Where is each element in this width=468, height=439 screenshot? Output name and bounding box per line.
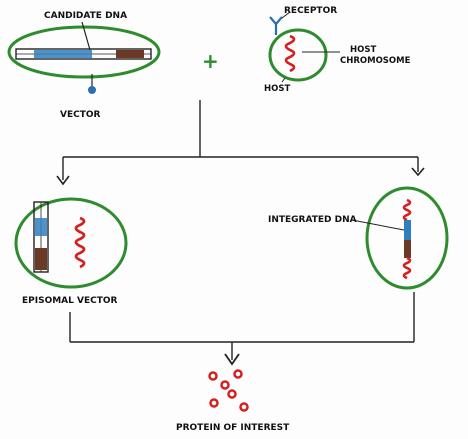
episomal-cell-outline xyxy=(14,197,128,289)
label-episomal-vector: EPISOMAL VECTOR xyxy=(22,296,118,306)
episomal-chromosome-icon xyxy=(74,216,86,269)
label-protein-of-interest: PROTEIN OF INTEREST xyxy=(176,423,290,433)
protein-dot-icon xyxy=(208,371,218,381)
label-host: HOST xyxy=(264,84,290,94)
merge-connector xyxy=(69,292,415,360)
host-cell xyxy=(268,11,340,83)
label-receptor: RECEPTOR xyxy=(284,6,337,16)
protein-dot-icon xyxy=(233,369,243,379)
episomal-backbone xyxy=(35,248,47,270)
down-arrow-icon-left xyxy=(56,175,70,186)
plus-sign: + xyxy=(202,49,219,73)
integrated-cell xyxy=(351,186,449,290)
candidate-dna-pointer xyxy=(81,21,91,51)
split-connector xyxy=(62,100,419,180)
candidate-dna-segment xyxy=(34,50,92,58)
protein-dots xyxy=(208,369,249,412)
vector-marker-icon xyxy=(88,86,96,94)
episomal-cell xyxy=(14,197,128,289)
protein-dot-icon xyxy=(227,389,237,399)
label-host-chromosome-1: HOST xyxy=(350,45,376,55)
down-arrow-icon-bottom xyxy=(224,353,240,366)
integrated-chromosome-bottom xyxy=(402,256,412,280)
vector-cell xyxy=(7,21,161,94)
label-candidate-dna: CANDIDATE DNA xyxy=(44,11,127,21)
integrated-cell-outline xyxy=(365,186,449,290)
integrated-backbone-segment xyxy=(404,240,411,258)
label-vector: VECTOR xyxy=(60,110,101,120)
protein-dot-icon xyxy=(209,398,219,408)
label-host-chromosome-2: CHROMOSOME xyxy=(340,56,411,66)
down-arrow-icon-right xyxy=(411,167,425,177)
vector-backbone-segment xyxy=(116,50,144,58)
protein-dot-icon xyxy=(220,380,230,390)
host-cell-outline xyxy=(268,28,328,82)
host-pointer xyxy=(281,77,286,83)
receptor-pointer xyxy=(281,11,291,19)
label-integrated-dna: INTEGRATED DNA xyxy=(268,215,357,225)
receptor-y-icon xyxy=(269,16,283,35)
host-chromosome-icon xyxy=(284,34,296,73)
integrated-dna-pointer xyxy=(351,219,405,231)
episomal-candidate-dna xyxy=(35,218,47,236)
integrated-dna-segment xyxy=(404,220,411,240)
integrated-chromosome-top xyxy=(402,198,412,222)
protein-dot-icon xyxy=(239,402,249,412)
